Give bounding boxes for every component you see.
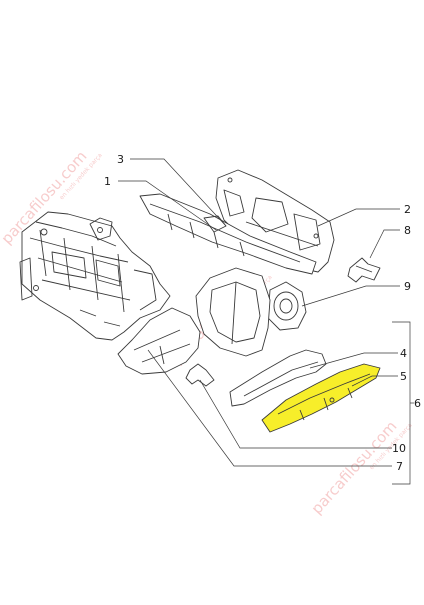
firewall-lower-panel [139,193,317,275]
callout-2: 2 [404,203,411,216]
side-rail-upper [229,349,327,407]
watermark-main-3: parcafilosu.com [308,417,401,517]
front-frame-assembly [19,211,171,341]
small-support [185,363,215,387]
small-bracket [347,257,381,283]
callout-8: 8 [404,224,411,237]
callout-3: 3 [117,153,124,166]
front-side-member [117,307,201,375]
callout-4: 4 [400,347,407,360]
leader-lines [118,158,414,485]
callout-labels: 1 2 3 4 5 6 7 8 9 10 [104,153,421,473]
callout-6: 6 [414,397,421,410]
callout-5: 5 [400,370,407,383]
callout-7: 7 [396,460,403,473]
inner-wheel-arch [195,267,271,357]
callout-1: 1 [104,175,111,188]
callout-10: 10 [392,442,406,455]
strut-mount [267,281,307,331]
highlighted-reinforcement [261,363,381,433]
callout-9: 9 [404,280,411,293]
